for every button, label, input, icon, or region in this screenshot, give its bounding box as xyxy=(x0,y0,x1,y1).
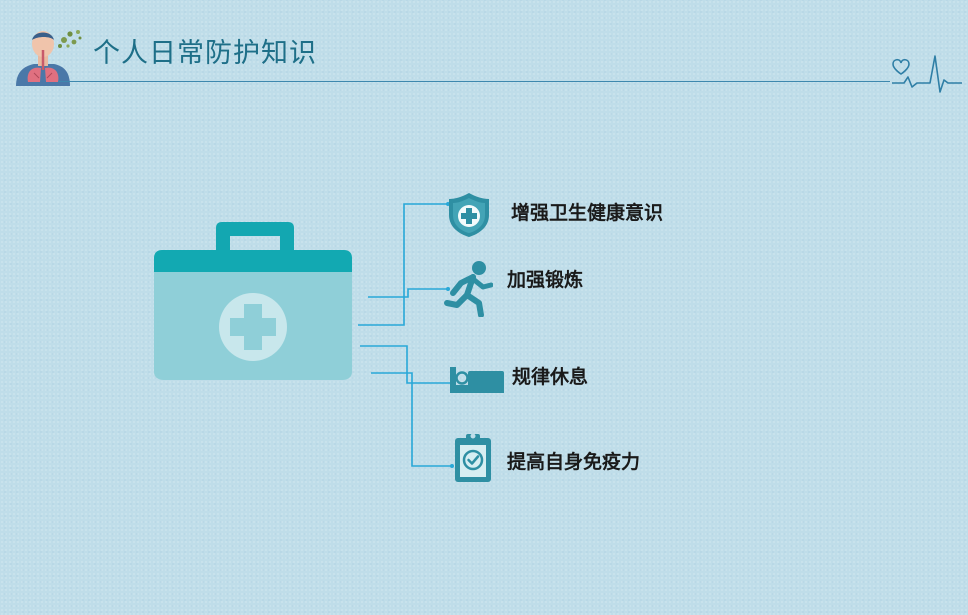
heartbeat-icon xyxy=(892,55,962,93)
feature-label-immunity: 提高自身免疫力 xyxy=(507,451,641,473)
feature-label-rest: 规律休息 xyxy=(512,366,589,388)
medical-kit-icon xyxy=(154,222,352,380)
page-title: 个人日常防护知识 xyxy=(93,38,317,69)
header-divider xyxy=(58,81,890,82)
feature-label-hygiene: 增强卫生健康意识 xyxy=(511,202,664,224)
bed-icon xyxy=(450,367,504,393)
feature-label-exercise: 加强锻炼 xyxy=(507,269,584,291)
clipboard-check-icon xyxy=(455,433,491,482)
lungs-figure-icon xyxy=(16,30,82,86)
shield-plus-icon xyxy=(449,193,489,237)
running-person-icon xyxy=(444,261,493,317)
